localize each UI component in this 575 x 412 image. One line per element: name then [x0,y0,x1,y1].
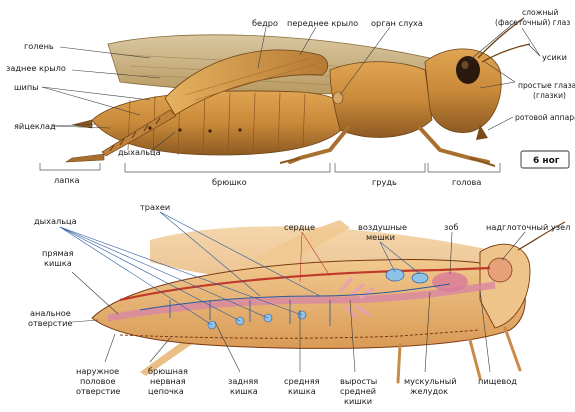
grasshopper-internal-illustration [92,220,565,382]
label-srednyaya-kishka-line2: кишка [288,386,316,396]
label-vyrosty-line2: средней [340,386,376,396]
label-bedro: бедро [252,18,278,28]
label-golova: голова [452,177,481,187]
label-pishchevod: пищевод [478,376,517,386]
label-slozhny-glaz-line2: (фасеточный) глаз [495,18,570,27]
label-muskulny-zheludok-line2: желудок [410,386,448,396]
hind-tarsus-shape [66,154,104,162]
label-bryushnaya-line3: цепочка [148,386,184,396]
label-muskulny-zheludok-line1: мускульный [404,376,457,386]
compound-eye-shape [456,56,480,84]
label-naruzhnoe-line1: наружное [76,366,119,376]
label-vozdushnye-meshki-line1: воздушные [358,222,407,232]
label-serdtse: сердце [284,222,315,232]
grasshopper-external-illustration [66,18,530,166]
label-bryushko: брюшко [212,177,247,187]
label-zadnyaya-kishka-line1: задняя [228,376,258,386]
bottom-body-shape [92,259,525,348]
badge-six-legs-text: 6 ног [533,156,560,166]
label-grud: грудь [372,177,397,187]
label-analnoe-otverstie-line1: анальное [30,308,71,318]
label-vyrosty-line3: кишки [344,396,372,406]
crop-shape [432,272,468,292]
label-prostye-glaza-line2: (глазки) [533,91,566,100]
label-naruzhnoe-line2: половое [80,376,115,386]
label-dykhaltsa-bottom: дыхальца [34,216,77,226]
label-zob: зоб [444,222,458,232]
label-analnoe-otverstie-line2: отверстие [28,318,72,328]
badge-six-legs: 6 ног [521,151,569,168]
label-perednee-krylo: переднее крыло [287,18,358,28]
label-lapka: лапка [54,175,80,185]
label-shipy: шипы [14,82,39,92]
supraesophageal-ganglion-shape [488,258,512,282]
thorax-shape [330,62,432,138]
label-dykhaltsa-top: дыхальца [118,147,161,157]
label-pryamaya-kishka-line1: прямая [42,248,74,258]
label-nadglotochny-uzel: надглоточный узел [486,222,570,232]
top-region-braces [40,163,500,172]
label-yaytseklad: яйцеклад [14,121,56,131]
air-sac-shape [386,269,404,281]
label-organ-slukha: орган слуха [371,18,423,28]
label-golen: голень [24,41,54,51]
label-bryushnaya-line1: брюшная [148,366,188,376]
label-naruzhnoe-line3: отверстие [76,386,120,396]
label-usiki: усики [542,52,567,62]
label-rotovoy-apparat: ротовой аппарат [515,113,575,122]
label-pryamaya-kishka-line2: кишка [44,258,72,268]
label-vozdushnye-meshki-line2: мешки [366,232,395,242]
label-trakhei: трахеи [140,202,170,212]
label-zadnee-krylo: заднее крыло [6,63,66,73]
label-vyrosty-line1: выросты [340,376,377,386]
label-bryushnaya-line2: нервная [150,376,186,386]
abdomen-shape [92,91,350,155]
label-slozhny-glaz-line1: сложный [522,8,558,17]
label-srednyaya-kishka-line1: средняя [284,376,320,386]
label-zadnyaya-kishka-line2: кишка [230,386,258,396]
label-prostye-glaza-line1: простые глаза [518,81,575,90]
